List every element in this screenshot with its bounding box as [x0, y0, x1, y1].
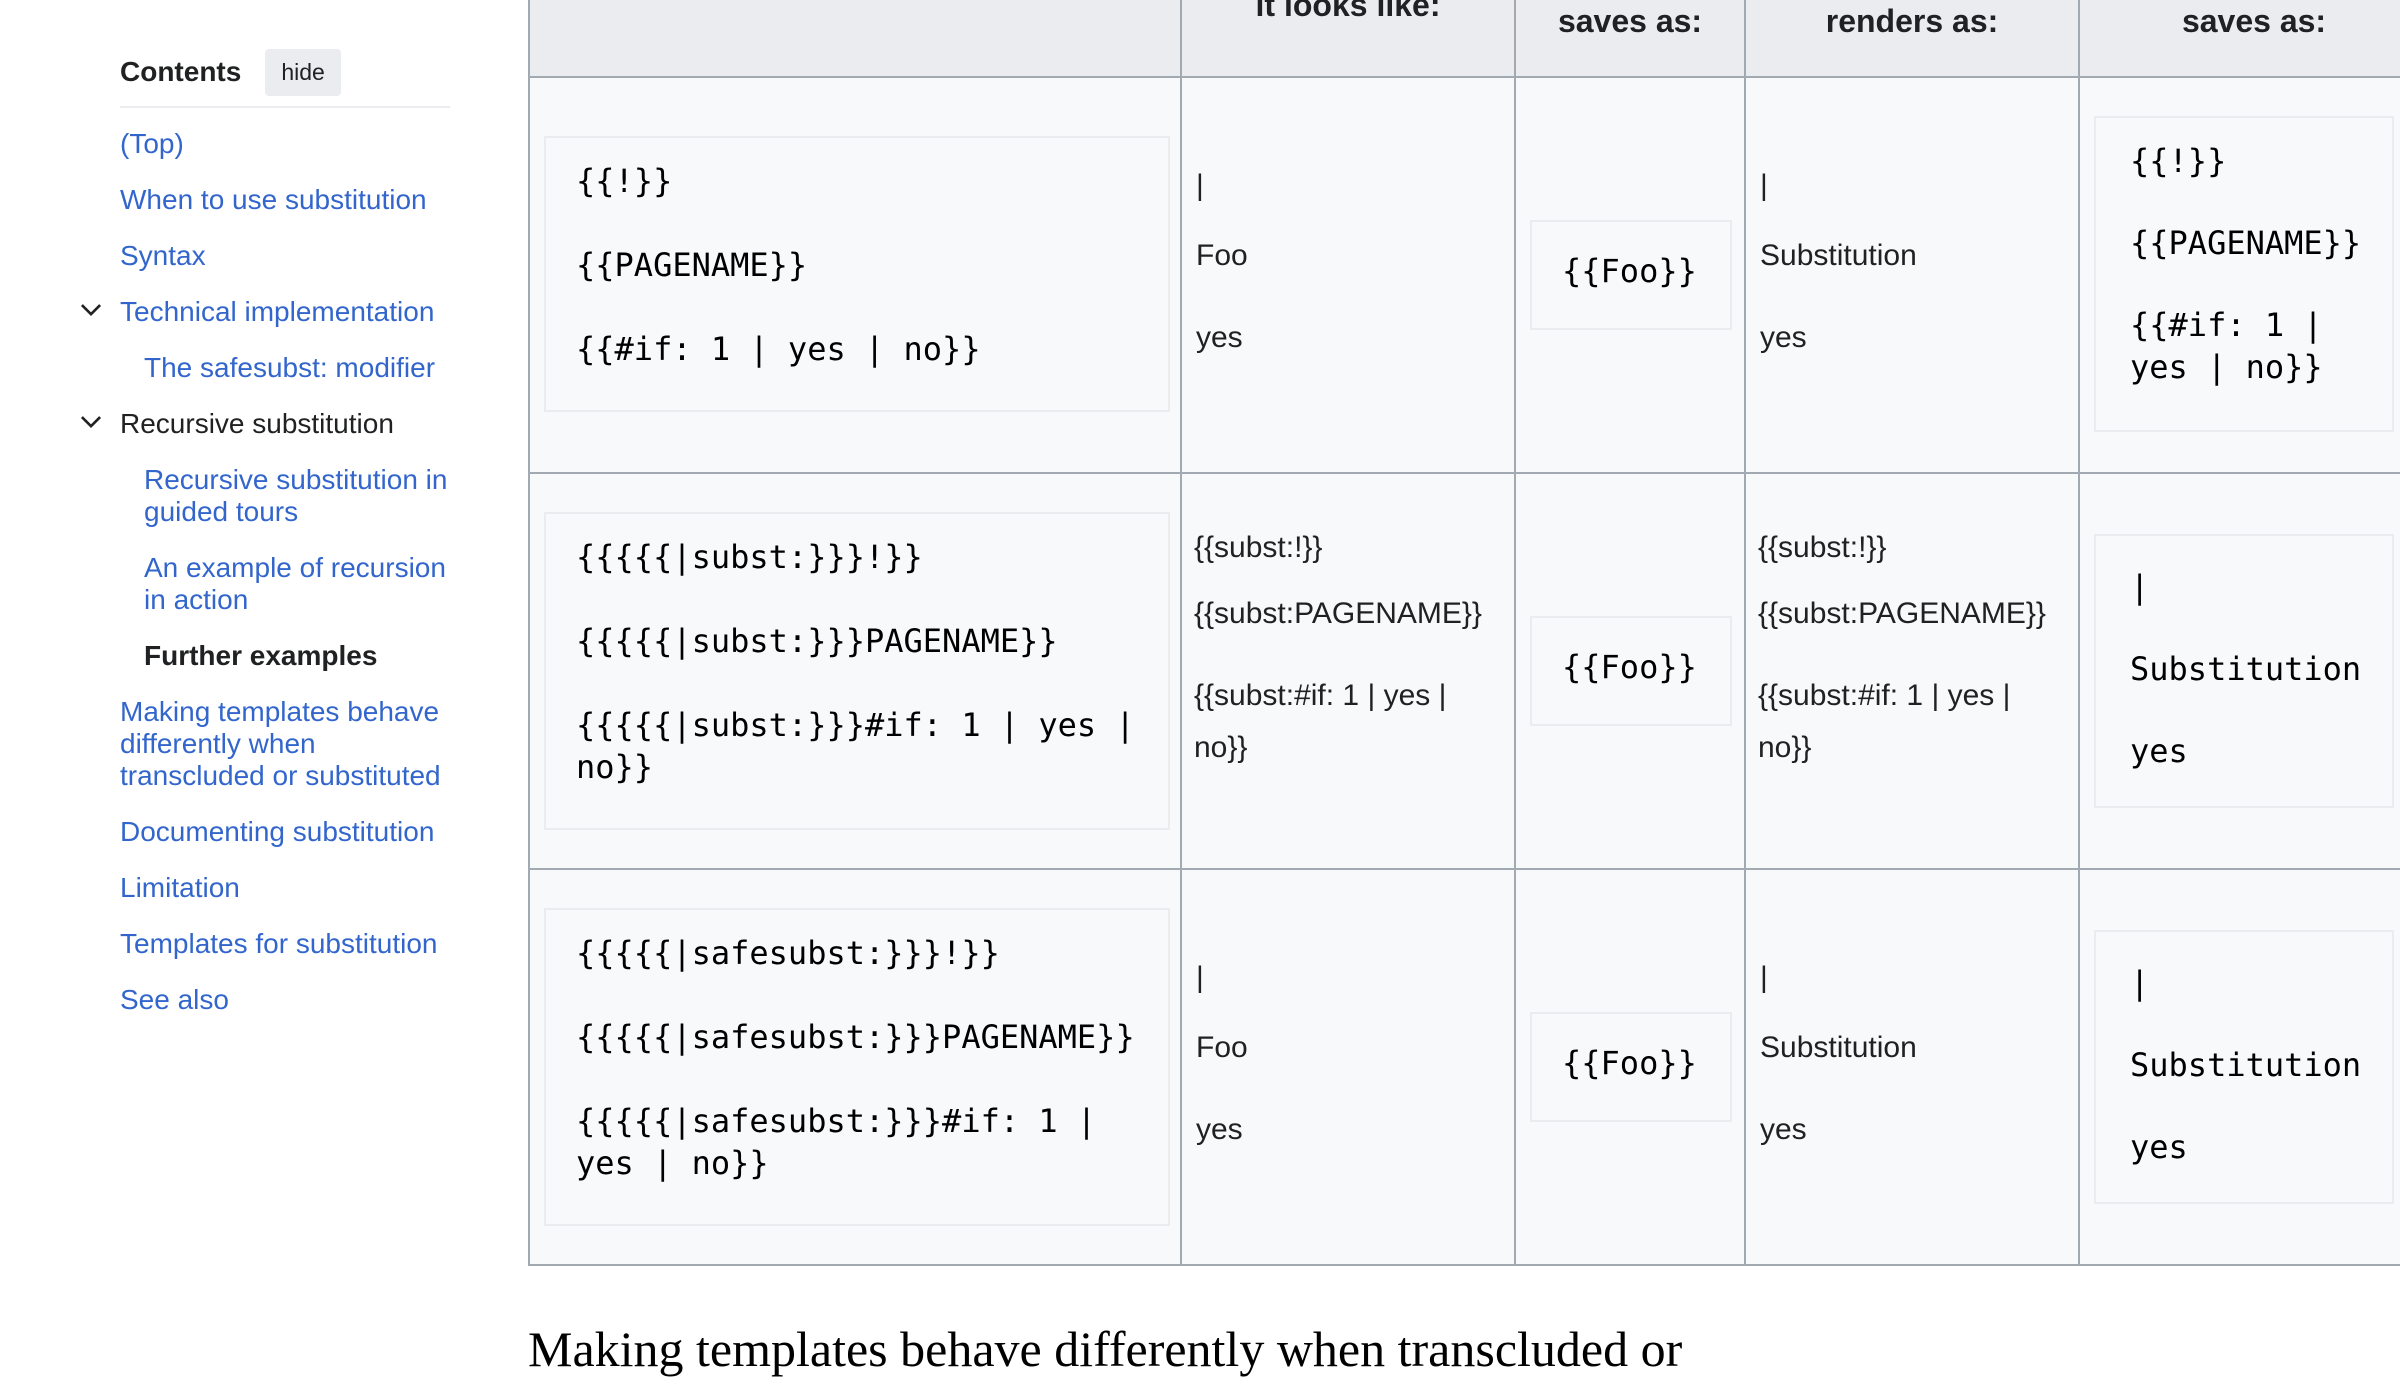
table-of-contents: Contents hide (Top) When to use substitu… — [80, 48, 450, 1040]
saves-as-cell: {{Foo}} — [1516, 870, 1746, 1266]
table-row: {{{{{|subst:}}}!}} {{{{{|subst:}}}PAGENA… — [528, 474, 2400, 870]
renders-as-cell: | Substitution yes — [1746, 870, 2080, 1266]
looks-like-cell: {{subst:!}} {{subst:PAGENAME}} {{subst:#… — [1182, 474, 1516, 870]
saves-as-cell: {{Foo}} — [1516, 474, 1746, 870]
toc-header: Contents hide — [120, 48, 450, 108]
toc-item-technical-implementation[interactable]: Technical implementation — [80, 296, 450, 328]
toc-item-limitation[interactable]: Limitation — [120, 872, 240, 903]
toc-item-label: Technical implementation — [120, 296, 435, 327]
saves-as-cell: {{!}} {{PAGENAME}} {{#if: 1 | yes | no}} — [2080, 78, 2400, 474]
code-cell: {{{{{|safesubst:}}}!}} {{{{{|safesubst:}… — [528, 870, 1182, 1266]
saves-as-cell: {{Foo}} — [1516, 78, 1746, 474]
renders-as-cell: | Substitution yes — [1746, 78, 2080, 474]
table-row: {{{{{|safesubst:}}}!}} {{{{{|safesubst:}… — [528, 870, 2400, 1266]
toc-item-see-also[interactable]: See also — [120, 984, 229, 1015]
section-heading: Making templates behave differently when… — [528, 1321, 1683, 1377]
toc-item-templates-for-substitution[interactable]: Templates for substitution — [120, 928, 438, 959]
code-block: {{Foo}} — [1530, 616, 1732, 726]
toc-item-when-to-use[interactable]: When to use substitution — [120, 184, 427, 215]
toc-item-label: Recursive substitution — [120, 408, 394, 439]
looks-like-cell: | Foo yes — [1182, 78, 1516, 474]
table-header-cell: it looks like: — [1182, 0, 1516, 78]
code-cell: {{{{{|subst:}}}!}} {{{{{|subst:}}}PAGENA… — [528, 474, 1182, 870]
code-block: {{!}} {{PAGENAME}} {{#if: 1 | yes | no}} — [544, 136, 1170, 412]
toc-list: (Top) When to use substitution Syntax Te… — [80, 128, 450, 1016]
table-header-row: it looks like: saves as: renders as: sav… — [528, 0, 2400, 78]
code-block: {{{{{|safesubst:}}}!}} {{{{{|safesubst:}… — [544, 908, 1170, 1226]
looks-like-cell: | Foo yes — [1182, 870, 1516, 1266]
toc-item-syntax[interactable]: Syntax — [120, 240, 206, 271]
code-block: | Substitution yes — [2094, 930, 2394, 1204]
toc-item-further-examples[interactable]: Further examples — [144, 640, 378, 671]
saves-as-cell: | Substitution yes — [2080, 870, 2400, 1266]
table-header-cell: renders as: — [1746, 0, 2080, 78]
table-header-cell: saves as: — [2080, 0, 2400, 78]
toc-item-example-recursion[interactable]: An example of recursion in action — [144, 552, 446, 615]
toc-item-recursive-guided-tours[interactable]: Recursive substitution in guided tours — [144, 464, 448, 527]
toc-item-documenting-substitution[interactable]: Documenting substitution — [120, 816, 435, 847]
toc-item-making-templates[interactable]: Making templates behave differently when… — [120, 696, 441, 791]
chevron-down-icon[interactable] — [78, 408, 106, 436]
code-cell: {{!}} {{PAGENAME}} {{#if: 1 | yes | no}} — [528, 78, 1182, 474]
toc-item-safesubst-modifier[interactable]: The safesubst: modifier — [144, 352, 436, 383]
code-block: {{!}} {{PAGENAME}} {{#if: 1 | yes | no}} — [2094, 116, 2394, 432]
renders-as-cell: {{subst:!}} {{subst:PAGENAME}} {{subst:#… — [1746, 474, 2080, 870]
toc-item-top[interactable]: (Top) — [120, 128, 184, 159]
table-header-cell — [528, 0, 1182, 78]
code-block: {{Foo}} — [1530, 220, 1732, 330]
toc-item-recursive-substitution[interactable]: Recursive substitution — [80, 408, 450, 440]
saves-as-cell: | Substitution yes — [2080, 474, 2400, 870]
code-block: {{Foo}} — [1530, 1012, 1732, 1122]
toc-hide-button[interactable]: hide — [265, 48, 341, 96]
chevron-down-icon[interactable] — [78, 296, 106, 324]
table-header-cell: saves as: — [1516, 0, 1746, 78]
toc-title: Contents — [120, 56, 242, 87]
code-block: | Substitution yes — [2094, 534, 2394, 808]
table-row: {{!}} {{PAGENAME}} {{#if: 1 | yes | no}}… — [528, 78, 2400, 474]
examples-table: it looks like: saves as: renders as: sav… — [528, 0, 2400, 1266]
code-block: {{{{{|subst:}}}!}} {{{{{|subst:}}}PAGENA… — [544, 512, 1170, 830]
